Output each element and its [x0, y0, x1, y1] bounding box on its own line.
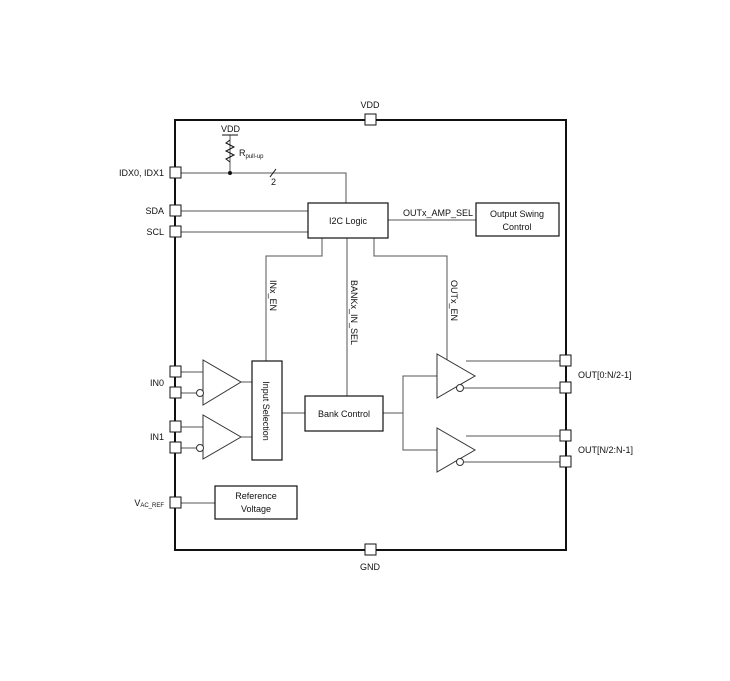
pin-gnd: [364, 543, 377, 556]
pin-scl: [169, 225, 182, 238]
pin-out-b-n: [559, 455, 572, 468]
pin-in1-p: [169, 420, 182, 433]
output-swing-line1: Output Swing: [490, 209, 544, 219]
idx-label: IDX0, IDX1: [119, 168, 164, 178]
vdd-label: VDD: [360, 100, 380, 110]
bus-width-label: 2: [271, 177, 276, 187]
wires: [181, 135, 560, 504]
scl-label: SCL: [146, 227, 164, 237]
pullup-resistor: VDD Rpull-up: [221, 124, 264, 163]
pin-vac-ref: [169, 496, 182, 509]
pullup-r-label: Rpull-up: [239, 148, 264, 160]
reference-voltage-line2: Voltage: [241, 504, 271, 514]
pin-in0-p: [169, 365, 182, 378]
reference-voltage-line1: Reference: [235, 491, 277, 501]
reference-voltage-block: [214, 485, 298, 520]
out-a-label: OUT[0:N/2-1]: [578, 370, 632, 380]
in0-label: IN0: [150, 378, 164, 388]
out-b-label: OUT[N/2:N-1]: [578, 445, 633, 455]
pin-in1-n: [169, 441, 182, 454]
outx-en-label: OUTx_EN: [449, 280, 459, 321]
bank-control-block: [304, 395, 384, 432]
sda-label: SDA: [145, 206, 164, 216]
input-buffer-in0: [196, 359, 242, 406]
pins: [169, 113, 572, 556]
amp-sel-label: OUTx_AMP_SEL: [403, 208, 473, 218]
vac-ref-label: VAC_REF: [134, 498, 164, 509]
input-selection-block: [251, 360, 283, 461]
pin-sda: [169, 204, 182, 217]
input-buffer-in1: [196, 414, 242, 460]
output-swing-control-block: [475, 202, 560, 237]
output-driver-b: [436, 427, 476, 473]
pin-out-b-p: [559, 429, 572, 442]
i2c-logic-block: [307, 202, 389, 239]
pullup-vdd-label: VDD: [221, 124, 241, 134]
i2c-logic-label: I2C Logic: [329, 216, 368, 226]
pin-idx: [169, 166, 182, 179]
output-driver-a: [436, 353, 476, 399]
pin-in0-n: [169, 386, 182, 399]
output-swing-line2: Control: [502, 222, 531, 232]
bank-sel-label: BANKx_IN_SEL: [349, 280, 359, 345]
inx-en-label: INx_EN: [268, 280, 278, 311]
input-selection-label: Input Selection: [261, 381, 271, 441]
pin-out-a-n: [559, 381, 572, 394]
gnd-label: GND: [360, 562, 381, 572]
bank-control-label: Bank Control: [318, 409, 370, 419]
in1-label: IN1: [150, 432, 164, 442]
pin-vdd: [364, 113, 377, 126]
pin-out-a-p: [559, 354, 572, 367]
